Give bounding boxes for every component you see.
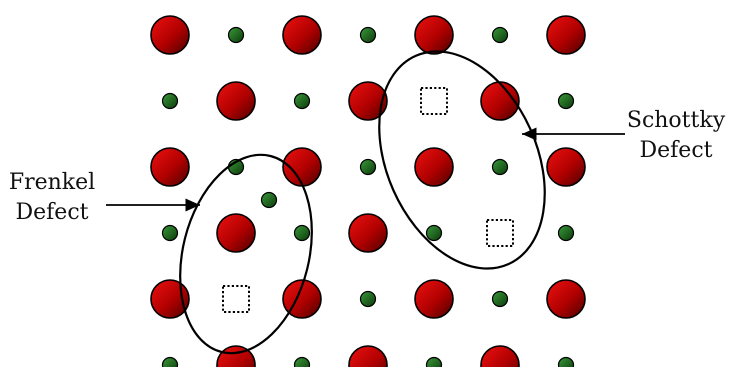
large-ion [547, 280, 585, 318]
small-ion [163, 94, 178, 109]
frenkel-label-line1: Frenkel [6, 168, 98, 198]
large-ion [349, 214, 387, 252]
small-ion [295, 94, 310, 109]
large-ion [151, 16, 189, 54]
large-ion [349, 346, 387, 367]
small-ion [493, 28, 508, 43]
vacancy-site [487, 220, 513, 246]
schottky-label-line1: Schottky [626, 106, 726, 136]
large-ion [415, 148, 453, 186]
small-ion [295, 226, 310, 241]
small-ion [427, 226, 442, 241]
small-ion [493, 160, 508, 175]
small-ion [427, 358, 442, 367]
schottky-label-line2: Defect [626, 136, 726, 166]
small-ion [361, 28, 376, 43]
vacancy-site [421, 88, 447, 114]
schottky-defect-ellipse [347, 25, 577, 294]
large-ion [547, 148, 585, 186]
large-ion [151, 148, 189, 186]
schottky-defect-label: Schottky Defect [626, 106, 726, 166]
large-ion [283, 16, 321, 54]
small-ion [361, 292, 376, 307]
small-ion [295, 358, 310, 367]
small-ion [493, 292, 508, 307]
small-ion [163, 358, 178, 367]
ion-lattice [151, 16, 585, 367]
large-ion [415, 16, 453, 54]
interstitial-ion [262, 193, 277, 208]
frenkel-defect-label: Frenkel Defect [6, 168, 98, 228]
small-ion [229, 28, 244, 43]
large-ion [151, 280, 189, 318]
small-ion [559, 226, 574, 241]
small-ion [559, 358, 574, 367]
large-ion [217, 82, 255, 120]
large-ion [481, 346, 519, 367]
large-ion [547, 16, 585, 54]
large-ion [415, 280, 453, 318]
frenkel-label-line2: Defect [6, 198, 98, 228]
large-ion [217, 214, 255, 252]
small-ion [361, 160, 376, 175]
small-ion [163, 226, 178, 241]
vacancy-site [223, 286, 249, 312]
small-ion [559, 94, 574, 109]
